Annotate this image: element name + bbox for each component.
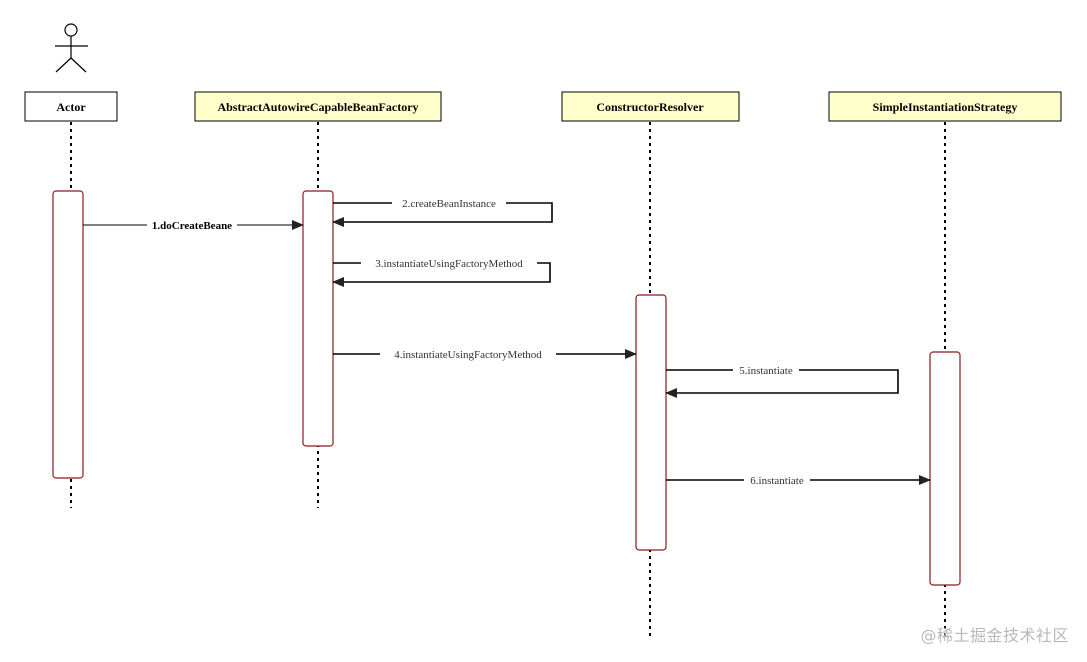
participant-cr-label: ConstructorResolver [596,100,704,114]
message-3-label-bg [361,257,537,270]
activation-cr [635,294,667,551]
message-1-label: 1.doCreateBeane [152,220,232,232]
message-3-label: 3.instantiateUsingFactoryMethod [375,258,523,270]
message-6-label-bg [744,474,810,487]
participant-actor-box [24,91,118,122]
message-6: 6.instantiate [666,474,931,487]
watermark: @稀土掘金技术社区 [920,626,1069,645]
participant-aacbf: AbstractAutowireCapableBeanFactory [194,91,442,122]
participant-sis-box [828,91,1062,122]
participant-cr: ConstructorResolver [561,91,740,122]
participant-aacbf-box [194,91,442,122]
participant-sis: SimpleInstantiationStrategy [828,91,1062,122]
activation-actor [52,190,84,479]
message-3: 3.instantiateUsingFactoryMethod [332,257,551,287]
activation-aacbf [302,190,334,447]
participant-cr-box [561,91,740,122]
participant-actor: Actor [24,91,118,122]
participant-sis-label: SimpleInstantiationStrategy [873,100,1018,114]
message-4-label: 4.instantiateUsingFactoryMethod [394,349,542,361]
message-5: 5.instantiate [665,364,899,398]
message-4-label-bg [380,348,556,361]
actor-stick-figure-icon [55,23,88,73]
participant-aacbf-label: AbstractAutowireCapableBeanFactory [217,100,418,114]
message-2-label: 2.createBeanInstance [402,198,496,210]
message-2-label-bg [392,197,506,210]
participant-actor-label: Actor [56,100,86,114]
message-1-label-bg [147,219,237,232]
message-5-label-bg [733,364,799,377]
activation-sis [929,351,961,586]
message-5-label: 5.instantiate [739,365,793,377]
message-1: 1.doCreateBeane [83,219,304,232]
message-2: 2.createBeanInstance [332,197,553,227]
message-4: 4.instantiateUsingFactoryMethod [333,348,637,361]
message-6-label: 6.instantiate [750,475,804,487]
